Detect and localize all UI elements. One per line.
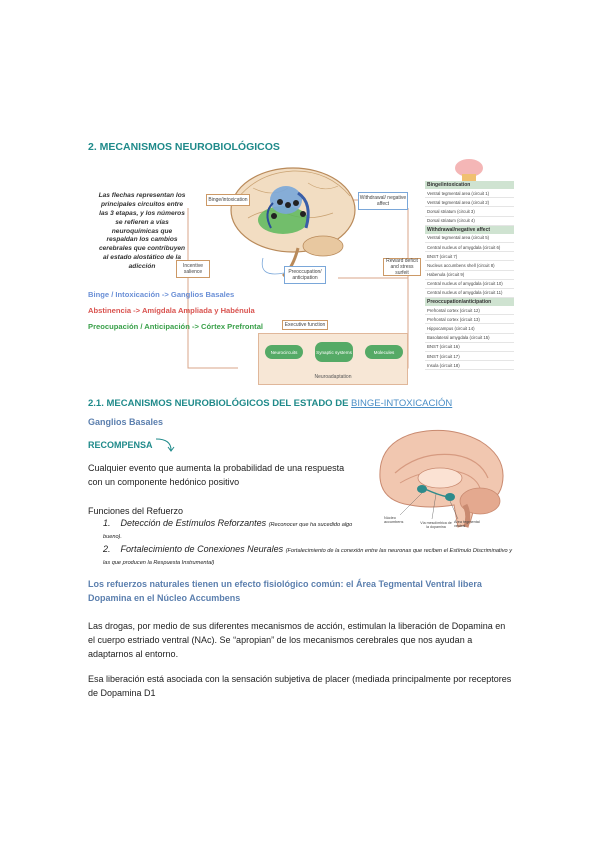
panel-item: Central nucleus of amygdala (circuit 6)	[425, 243, 514, 253]
figure-lines	[187, 159, 483, 369]
circuit-panel: Binge/intoxication Ventral tegmental are…	[425, 181, 514, 371]
binge-intoxicacion-link[interactable]: BINGE-INTOXICACIÓN	[351, 398, 453, 409]
funcion-main: Fortalecimiento de Conexiones Neurales	[120, 544, 284, 554]
panel-item: Dorsal striatum (circuit 4)	[425, 217, 514, 226]
panel-item: Habenula (circuit 9)	[425, 271, 514, 280]
panel-item: Prefrontal cortex (circuit 12)	[425, 306, 514, 316]
funcion-main: Detección de Estímulos Reforzantes	[120, 518, 267, 528]
panel-item: Hippocampus (circuit 14)	[425, 324, 514, 334]
funcion-note: (Fortalecimiento de la conexión entre la…	[103, 548, 512, 566]
funcion-item-2: 2. Fortalecimiento de Conexiones Neurale…	[103, 544, 513, 567]
box-binge: Binge/intoxication	[206, 194, 250, 206]
box-reward: Reward deficit and stress surfeit	[383, 258, 421, 276]
panel-item: Ventral tegmental area (circuit 1)	[425, 189, 514, 199]
curved-arrow-icon	[155, 438, 175, 452]
recompensa-heading: RECOMPENSA	[88, 436, 177, 454]
funcion-num: 1.	[103, 518, 111, 528]
brain-svg	[379, 429, 504, 528]
recompensa-definition: Cualquier evento que aumenta la probabil…	[88, 463, 345, 487]
funciones-title: Funciones del Refuerzo	[88, 506, 184, 516]
panel-item: BNST (circuit 16)	[425, 343, 514, 352]
panel-item: Ventral tegmental area (circuit 5)	[425, 234, 514, 243]
pill-neurocircuits: Neurocircuits	[265, 345, 303, 359]
figure-note: Las flechas representan los principales …	[98, 192, 186, 271]
ganglios-heading: Ganglios Basales	[88, 417, 164, 427]
box-incentive: Incentive salience	[176, 260, 210, 278]
panel-item: Basolateral amygdala (circuit 15)	[425, 334, 514, 343]
neuroadaptation-label: Neuroadaptation	[314, 374, 352, 380]
funcion-item-1: 1. Detección de Estímulos Reforzantes (R…	[103, 518, 365, 541]
panel-header: Withdrawal/negative affect	[425, 225, 514, 234]
panel-item: Nucleus accumbens shell (circuit 8)	[425, 261, 514, 271]
subsection-title: 2.1. MECANISMOS NEUROBIOLÓGICOS DEL ESTA…	[88, 398, 452, 409]
brain-sagittal-illustration: Núcleo accumbens Vía mesolímbica de la d…	[370, 423, 510, 535]
panel-item: Ventral tegmental area (circuit 2)	[425, 198, 514, 208]
box-withdrawal: Withdrawal/ negative affect	[358, 192, 408, 210]
pill-molecules: Molecules	[365, 345, 403, 359]
box-executive: Executive function	[282, 320, 328, 330]
legend-binge: Binge / Intoxicación -> Ganglios Basales	[88, 290, 235, 299]
legend-abstinencia: Abstinencia -> Amígdala Ampliada y Habén…	[88, 306, 255, 315]
refuerzos-statement: Los refuerzos naturales tienen un efecto…	[88, 579, 482, 603]
label-vta: Área tegmental ventral	[454, 520, 480, 528]
neuroadaptation-row: Neurocircuits Synaptic systems Molecules…	[258, 333, 408, 385]
funcion-num: 2.	[103, 544, 111, 554]
section-title: 2. MECANISMOS NEUROBIOLÓGICOS	[88, 141, 280, 153]
label-accumbens: Núcleo accumbens	[384, 516, 404, 524]
funcion-note: (Reconocer que ha sucedido algo bueno).	[103, 522, 353, 540]
box-preoccupation: Preoccupation/ anticipation	[284, 266, 326, 284]
panel-item: Prefrontal cortex (circuit 13)	[425, 315, 514, 325]
panel-header: Preoccupation/anticipation	[425, 298, 514, 307]
recompensa-label: RECOMPENSA	[88, 440, 153, 450]
label-dopamina: Vía mesolímbica de la dopamina	[420, 521, 452, 529]
subsection-title-prefix: 2.1. MECANISMOS NEUROBIOLÓGICOS DEL ESTA…	[88, 398, 352, 409]
panel-item: BNST (circuit 7)	[425, 252, 514, 262]
panel-item: Dorsal striatum (circuit 3)	[425, 207, 514, 217]
panel-item: BNST (circuit 17)	[425, 352, 514, 362]
drogas-paragraph: Las drogas, por medio de sus diferentes …	[88, 621, 506, 659]
panel-item: Central nucleus of amygdala (circuit 11)	[425, 289, 514, 299]
panel-item: Central nucleus of amygdala (circuit 10)	[425, 280, 514, 289]
neurocircuit-figure: Binge/intoxication Withdrawal/ negative …	[88, 158, 513, 384]
panel-header: Binge/intoxication	[425, 181, 514, 189]
panel-item: Insula (circuit 18)	[425, 361, 514, 371]
pill-synaptic: Synaptic systems	[315, 342, 353, 362]
placer-paragraph: Esa liberación está asociada con la sens…	[88, 674, 512, 698]
legend-preocupacion: Preocupación / Anticipación -> Córtex Pr…	[88, 322, 264, 331]
